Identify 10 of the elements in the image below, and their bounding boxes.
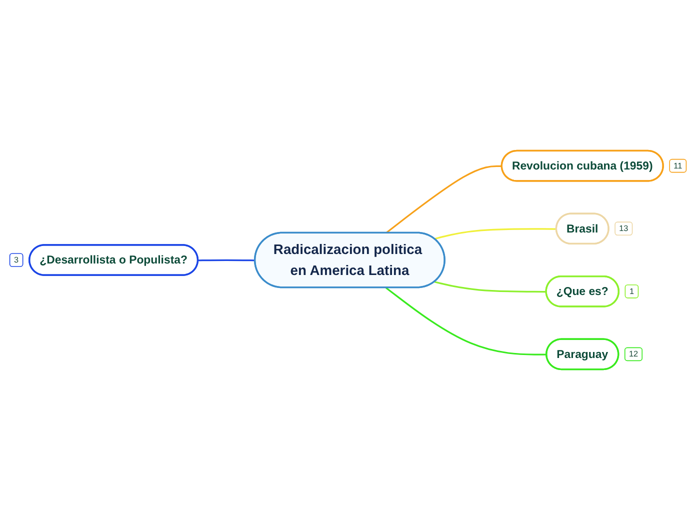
- count-badge: 11: [669, 158, 687, 173]
- connector: [385, 287, 547, 356]
- count-badge: 1: [624, 284, 639, 298]
- count-badge: 3: [9, 253, 24, 267]
- connector: [385, 165, 502, 234]
- connector: [198, 259, 256, 262]
- count-badge: 13: [614, 222, 633, 236]
- connector: [434, 228, 557, 240]
- connector: [434, 281, 546, 293]
- count-badge: 12: [624, 347, 643, 362]
